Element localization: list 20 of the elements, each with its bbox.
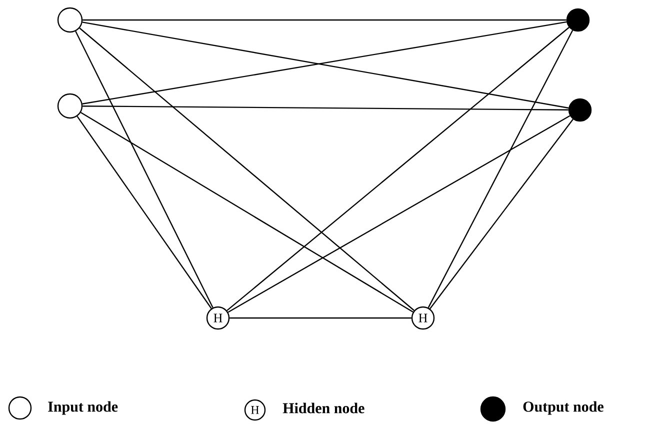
input-node <box>57 7 83 33</box>
connection-line <box>228 115 570 313</box>
connection-line <box>79 28 415 311</box>
connection-line <box>230 317 412 319</box>
connection-line <box>75 31 214 308</box>
connection-line <box>82 19 566 21</box>
connection-line <box>82 106 568 110</box>
connection-line <box>226 26 570 312</box>
connection-line <box>76 116 212 309</box>
connection-line <box>428 30 574 308</box>
legend-text: Input node <box>48 401 118 415</box>
legend-text: Output node <box>523 401 604 415</box>
hidden-node: H <box>411 306 435 330</box>
hidden-node: H <box>206 306 230 330</box>
legend-text: Hidden node <box>282 402 364 414</box>
output-node <box>566 8 590 32</box>
input-node <box>57 93 83 119</box>
output-node <box>568 98 592 122</box>
connection-line <box>430 118 574 310</box>
connection-line <box>80 112 414 313</box>
